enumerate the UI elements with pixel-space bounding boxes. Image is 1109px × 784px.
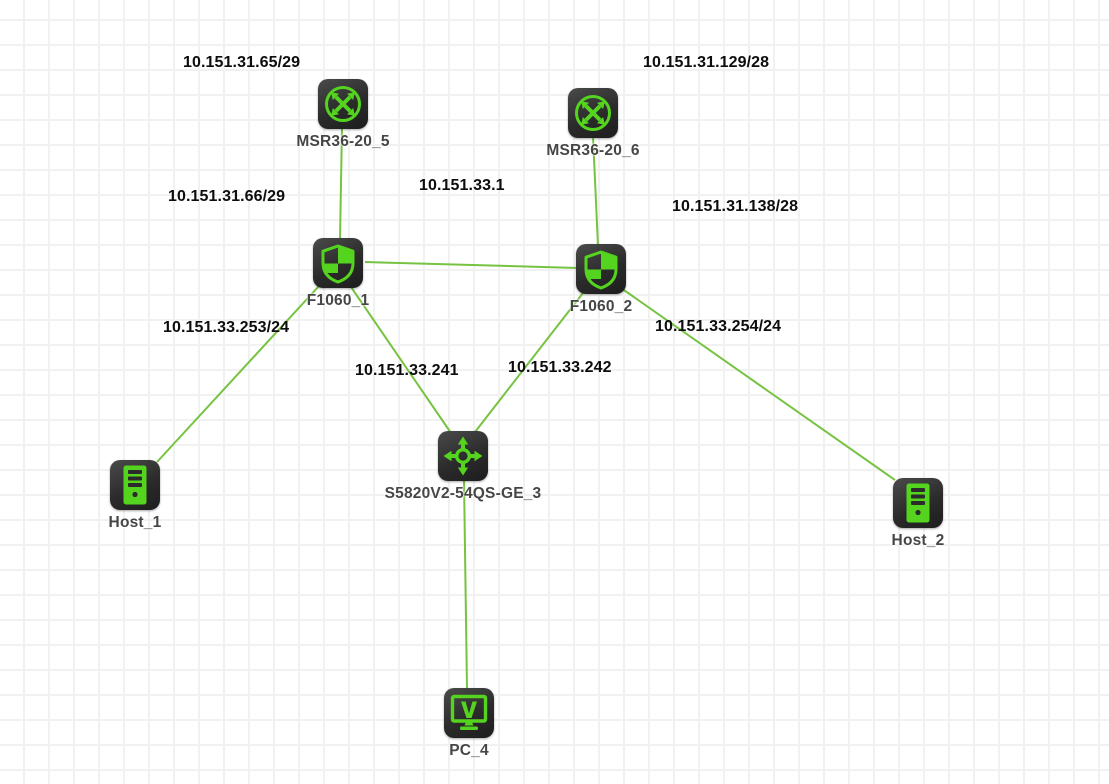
link-F1060_1-to-S5820V2-54QS-GE_3[interactable] (350, 286, 452, 434)
host-icon[interactable] (893, 478, 943, 528)
link-F1060_2-to-S5820V2-54QS-GE_3[interactable] (474, 292, 584, 433)
node-label: S5820V2-54QS-GE_3 (384, 485, 542, 502)
pc-icon[interactable] (444, 688, 494, 738)
ip-address-label: 10.151.31.65/29 (183, 54, 301, 71)
ip-address-label: 10.151.31.66/29 (168, 188, 286, 205)
node-F1060_1[interactable]: F1060_1 (307, 238, 369, 309)
node-label: PC_4 (449, 742, 489, 759)
switch-icon[interactable] (438, 431, 488, 481)
node-MSR36-20_6[interactable]: MSR36-20_6 (546, 88, 639, 159)
link-S5820V2-54QS-GE_3-to-PC_4[interactable] (463, 479, 468, 690)
node-F1060_2[interactable]: F1060_2 (570, 244, 632, 315)
firewall-icon[interactable] (313, 238, 363, 288)
node-Host_1[interactable]: Host_1 (109, 460, 161, 531)
link-F1060_1-to-Host_1[interactable] (156, 285, 320, 463)
node-label: MSR36-20_5 (296, 133, 390, 150)
node-label: F1060_1 (306, 292, 370, 309)
node-MSR36-20_5[interactable]: MSR36-20_5 (296, 79, 389, 150)
link-MSR36-20_5-to-F1060_1[interactable] (339, 126, 343, 241)
ip-address-label: 10.151.33.242 (508, 359, 612, 376)
node-PC_4[interactable]: PC_4 (444, 688, 494, 759)
router-icon[interactable] (318, 79, 368, 129)
link-F1060_1-to-F1060_2[interactable] (364, 261, 579, 269)
ip-address-label: 10.151.33.1 (419, 177, 505, 194)
firewall-icon[interactable] (576, 244, 626, 294)
ip-address-label: 10.151.31.138/28 (672, 198, 799, 215)
link-F1060_2-to-Host_2[interactable] (620, 287, 896, 481)
node-label: MSR36-20_6 (546, 142, 640, 159)
node-label: Host_2 (891, 532, 945, 549)
ip-address-label: 10.151.33.253/24 (163, 319, 290, 336)
node-label: F1060_2 (569, 298, 633, 315)
node-Host_2[interactable]: Host_2 (892, 478, 944, 549)
ip-address-label: 10.151.31.129/28 (643, 54, 770, 71)
ip-address-label: 10.151.33.254/24 (655, 318, 782, 335)
host-icon[interactable] (110, 460, 160, 510)
node-label: Host_1 (108, 514, 162, 531)
link-MSR36-20_6-to-F1060_2[interactable] (592, 135, 599, 247)
router-icon[interactable] (568, 88, 618, 138)
ip-address-label: 10.151.33.241 (355, 362, 459, 379)
node-S5820V2-54QS-GE_3[interactable]: S5820V2-54QS-GE_3 (385, 431, 541, 502)
